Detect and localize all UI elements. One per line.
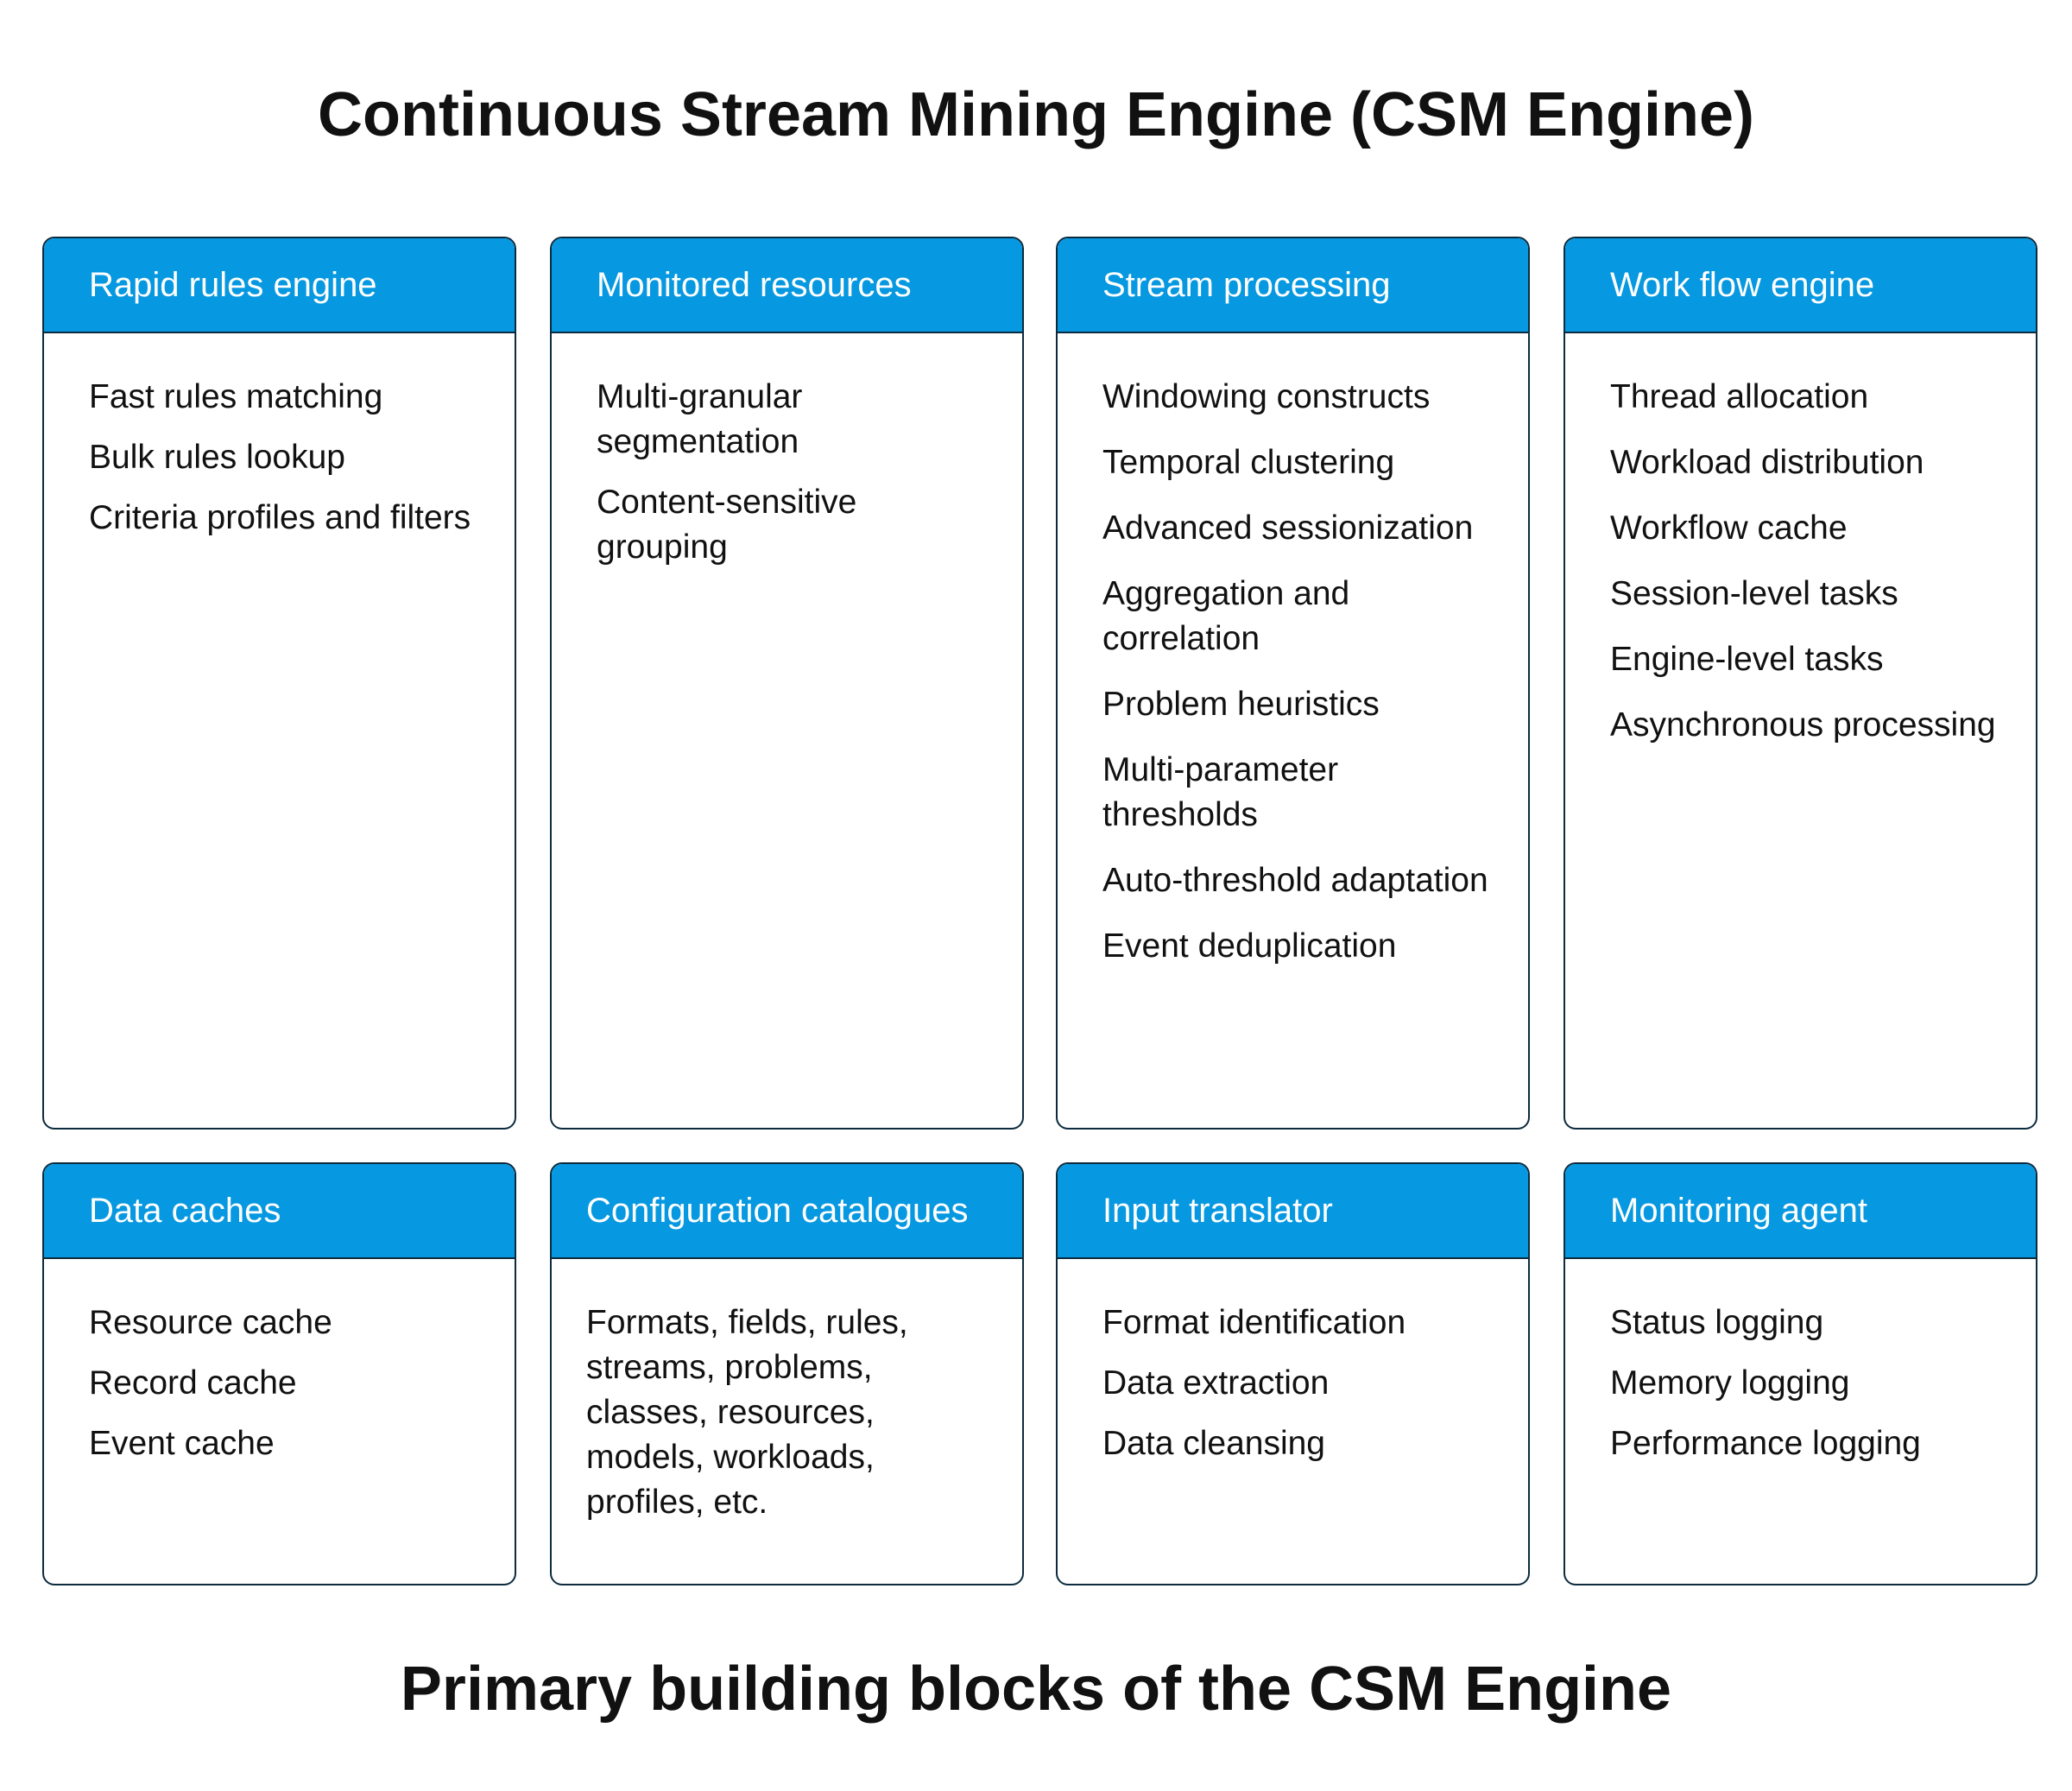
block-item: Data extraction xyxy=(1102,1364,1330,1402)
block-item: Format identification xyxy=(1102,1304,1406,1341)
block-items: Formats, fields, rules, streams, problem… xyxy=(552,1259,1022,1525)
block-item: Record cache xyxy=(89,1364,297,1402)
block-header: Input translator xyxy=(1058,1164,1528,1259)
block-item: Workflow cache xyxy=(1610,509,1848,547)
block-item: Multi-granular segmentation xyxy=(597,378,803,460)
block-item: Auto-threshold adaptation xyxy=(1102,862,1488,899)
block-header: Monitoring agent xyxy=(1565,1164,2036,1259)
block-item: Workload distribution xyxy=(1610,444,1924,481)
block-item: Advanced sessionization xyxy=(1102,509,1474,547)
block-item: Fast rules matching xyxy=(89,378,383,415)
block-item: Problem heuristics xyxy=(1102,686,1380,723)
block-item: Status logging xyxy=(1610,1304,1824,1341)
block-item: Data cleansing xyxy=(1102,1425,1325,1462)
block-item: Session-level tasks xyxy=(1610,575,1898,612)
block-item: Thread allocation xyxy=(1610,378,1869,415)
block-header: Stream processing xyxy=(1058,238,1528,333)
block-item: Bulk rules lookup xyxy=(89,439,345,476)
block-header: Configuration catalogues xyxy=(552,1164,1022,1259)
block-item: Temporal clustering xyxy=(1102,444,1395,481)
block-item: Engine-level tasks xyxy=(1610,641,1884,678)
diagram-caption: Primary building blocks of the CSM Engin… xyxy=(400,1655,1672,1724)
block-item: Performance logging xyxy=(1610,1425,1921,1462)
block-item: Memory logging xyxy=(1610,1364,1850,1402)
block-header: Rapid rules engine xyxy=(44,238,515,333)
block-item: Event deduplication xyxy=(1102,927,1397,965)
block-item: Resource cache xyxy=(89,1304,332,1341)
block-item: Aggregation and correlation xyxy=(1102,575,1350,657)
block-item: Asynchronous processing xyxy=(1610,706,1996,744)
block-item: Windowing constructs xyxy=(1102,378,1431,415)
block-item: Multi-parameter thresholds xyxy=(1102,751,1339,833)
block-header: Work flow engine xyxy=(1565,238,2036,333)
block-header: Data caches xyxy=(44,1164,515,1259)
diagram-title: Continuous Stream Mining Engine (CSM Eng… xyxy=(318,80,1754,149)
block-item: Formats, fields, rules, streams, problem… xyxy=(586,1304,908,1521)
block-header: Monitored resources xyxy=(552,238,1022,333)
block-item: Event cache xyxy=(89,1425,275,1462)
block-item: Criteria profiles and filters xyxy=(89,499,471,536)
block-item: Content-sensitive grouping xyxy=(597,484,857,566)
